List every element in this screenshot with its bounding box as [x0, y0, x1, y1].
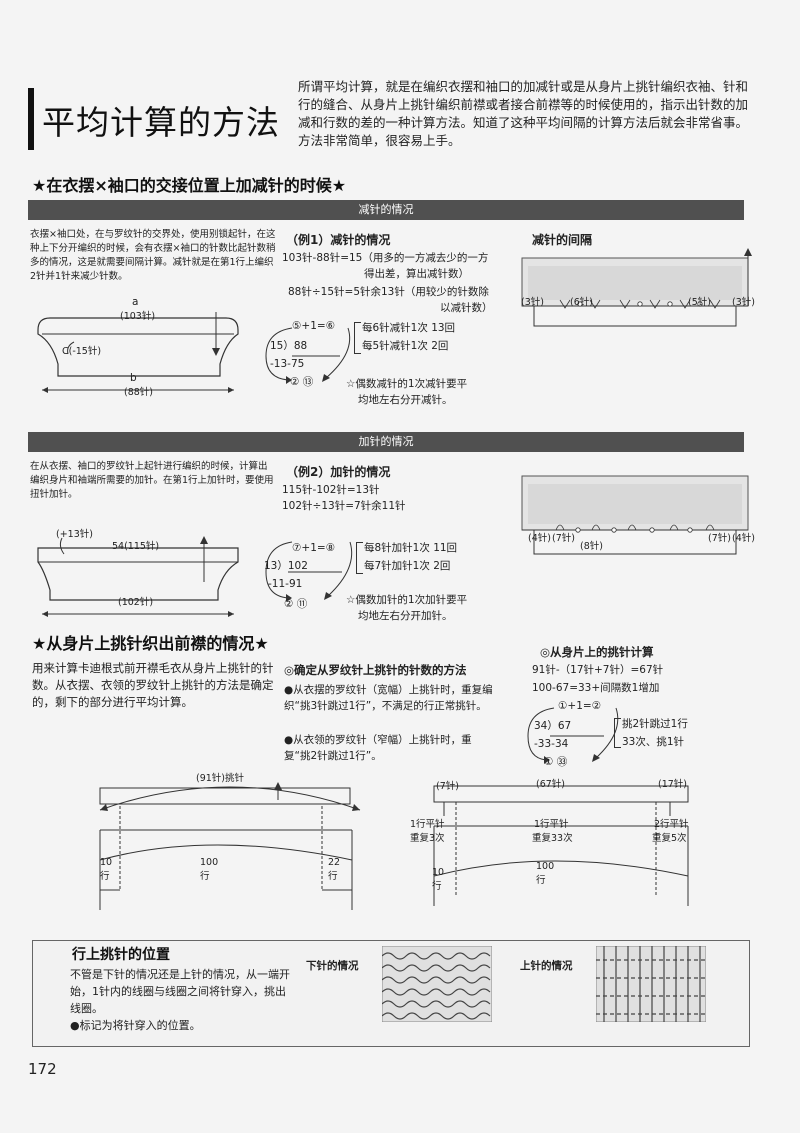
label-17: (17针): [658, 779, 688, 790]
knit-stitch-swatch: [382, 946, 492, 1022]
label-c: C(-15针): [62, 346, 102, 357]
label-a: a: [132, 296, 139, 308]
page-number: 172: [28, 1060, 57, 1078]
calc-line2: 100-67=33+间隔数1增加: [532, 682, 660, 694]
section2-calc-arrows: [527, 707, 619, 764]
row1a: 1行平针: [410, 819, 445, 830]
label-7l: (7针): [552, 533, 575, 544]
ex2-calc-top: ⑦+1=⑧: [292, 542, 336, 554]
row2b: 重复33次: [532, 833, 573, 844]
label-3l: (3针): [521, 297, 544, 308]
increase-bar: 加针的情况: [28, 432, 744, 452]
method-title: ◎确定从罗纹针上挑针的针数的方法: [284, 663, 467, 677]
s2-note2: 33次、挑1针: [622, 736, 685, 748]
label-22: 22行: [328, 857, 341, 882]
decrease-desc: 衣摆×袖口处，在与罗纹针的交界处，使用别锁起针，在这种上下分开编织的时候，会有衣…: [30, 229, 276, 282]
title-bar: [28, 88, 296, 150]
pickup-mark: ●标记为将针穿入的位置。: [70, 1019, 201, 1032]
label-13: (+13针): [56, 529, 93, 540]
ex1-line2: 88针÷15针=5针余13针（用较少的针数除: [288, 286, 489, 298]
page-title: 平均计算的方法: [42, 103, 280, 142]
label-8: (8针): [580, 541, 603, 552]
ex2-star-note2: 均地左右分开加针。: [358, 610, 453, 622]
increase-desc: 在从衣摆、袖口的罗纹针上起针进行编织的时候，计算出编织身片和袖端所需要的加针。在…: [30, 461, 274, 500]
ex1-line1: 103针-88针=15（用多的一方减去少的一方: [282, 252, 489, 264]
label-4l: (4针): [528, 533, 551, 544]
increase-body-diagram: [37, 536, 239, 617]
label-100b: 100行: [536, 861, 555, 886]
decrease-interval-diagram: [521, 248, 752, 327]
ex1-calc-div: 15）88: [270, 340, 308, 352]
purl-stitch-swatch: [596, 946, 706, 1022]
decrease-body-diagram: [37, 312, 239, 393]
ex2-calc-div: 13）102: [264, 560, 308, 572]
label-10: 10行: [100, 857, 113, 882]
ex1-line2b: 以减针数）: [440, 302, 493, 314]
ex1-calc-sub: -13-75: [270, 358, 305, 370]
ex2-calc-arrows: [265, 541, 353, 602]
section2-heading: ★从身片上挑针织出前襟的情况★: [32, 634, 269, 653]
label-88: (88针): [124, 387, 154, 398]
method-2: ●从衣领的罗纹针（窄幅）上挑针时，重复“挑2针跳过1行”。: [284, 734, 472, 762]
section2-desc: 用来计算卡迪根式前开襟毛衣从身片上挑针的针数。从衣摆、衣领的罗纹针上挑针的方法是…: [32, 661, 274, 709]
ex2-calc-sub: -11-91: [268, 578, 303, 590]
label-54: 54(115针): [112, 541, 160, 552]
ex1-line1b: 得出差，算出减针数）: [364, 268, 469, 280]
front-band-diagram-left: [99, 782, 361, 910]
ex2-star-note: ☆偶数加针的1次加针要平: [346, 594, 468, 606]
label-67: (67针): [536, 779, 566, 790]
row1b: 重复3次: [410, 833, 445, 844]
pickup-title: 行上挑针的位置: [72, 947, 170, 963]
ex2-calc-res: ② ⑪: [284, 598, 308, 610]
row3a: 2行平针: [654, 819, 689, 830]
ex2-note1: 每8针加针1次 11回: [364, 542, 458, 554]
front-band-diagram-right: [433, 785, 689, 906]
ex2-line1: 115针-102针=13针: [282, 484, 380, 496]
example1-title: （例1）减针的情况: [286, 233, 391, 247]
purl-label: 上针的情况: [520, 960, 573, 972]
label-6l: (6针): [570, 297, 593, 308]
label-10b: 10行: [432, 867, 445, 892]
label-7r: (7针): [708, 533, 731, 544]
ex1-star-note: ☆偶数减针的1次减针要平: [346, 378, 468, 390]
s2-brace: [614, 718, 621, 748]
label-7: (7针): [436, 781, 459, 792]
calc-line1: 91针-（17针+7针）=67针: [532, 664, 664, 676]
decrease-bar: 减针的情况: [28, 200, 744, 220]
increase-interval-diagram: [521, 475, 749, 555]
ex2-line2: 102针÷13针=7针余11针: [282, 500, 406, 512]
section1-heading: ★在衣摆×袖口的交接位置上加减针的时候★: [32, 176, 347, 195]
ex2-brace: [356, 542, 363, 574]
ex1-note1: 每6针减针1次 13回: [362, 322, 456, 334]
method-1: ●从衣摆的罗纹针（宽幅）上挑针时，重复编织“挑3针跳过1行”，不满足的行正常挑针…: [284, 684, 493, 712]
label-91: (91针)挑针: [196, 773, 245, 784]
ex1-star-note2: 均地左右分开减针。: [358, 394, 453, 406]
ex1-calc-res: ② ⑬: [290, 376, 314, 388]
ex1-calc-top: ⑤+1=⑥: [292, 320, 336, 332]
ex1-brace: [354, 322, 361, 354]
label-5r: (5针): [688, 297, 711, 308]
ex2-note2: 每7针加针1次 2回: [364, 560, 451, 572]
calc-title: ◎从身片上的挑针计算: [540, 645, 654, 659]
row3b: 重复5次: [652, 833, 687, 844]
ex1-calc-arrows: [265, 327, 351, 384]
s2-calc-div: 34）67: [534, 720, 572, 732]
row2a: 1行平针: [534, 819, 569, 830]
label-100: 100行: [200, 857, 219, 882]
interval-title: 减针的间隔: [532, 233, 593, 247]
s2-calc-res: ① ㉝: [544, 756, 568, 768]
pickup-desc: 不管是下针的情况还是上针的情况，从一端开始，1针内的线圈与线圈之间将针穿入，挑出…: [70, 968, 290, 1015]
label-4r: (4针): [732, 533, 755, 544]
s2-note1: 挑2针跳过1行: [622, 718, 688, 730]
s2-calc-sub: -33-34: [534, 738, 569, 750]
knit-label: 下针的情况: [306, 960, 359, 972]
label-3r: (3针): [732, 297, 755, 308]
example2-title: （例2）加针的情况: [286, 465, 391, 479]
ex1-note2: 每5针减针1次 2回: [362, 340, 449, 352]
s2-calc-top: ①+1=②: [558, 700, 602, 712]
intro-text: 所谓平均计算，就是在编织衣摆和袖口的加减针或是从身片上挑针编织衣袖、针和行的缝合…: [298, 79, 749, 148]
label-103: (103针): [120, 311, 156, 322]
label-102: (102针): [118, 597, 154, 608]
label-b: b: [130, 372, 137, 384]
